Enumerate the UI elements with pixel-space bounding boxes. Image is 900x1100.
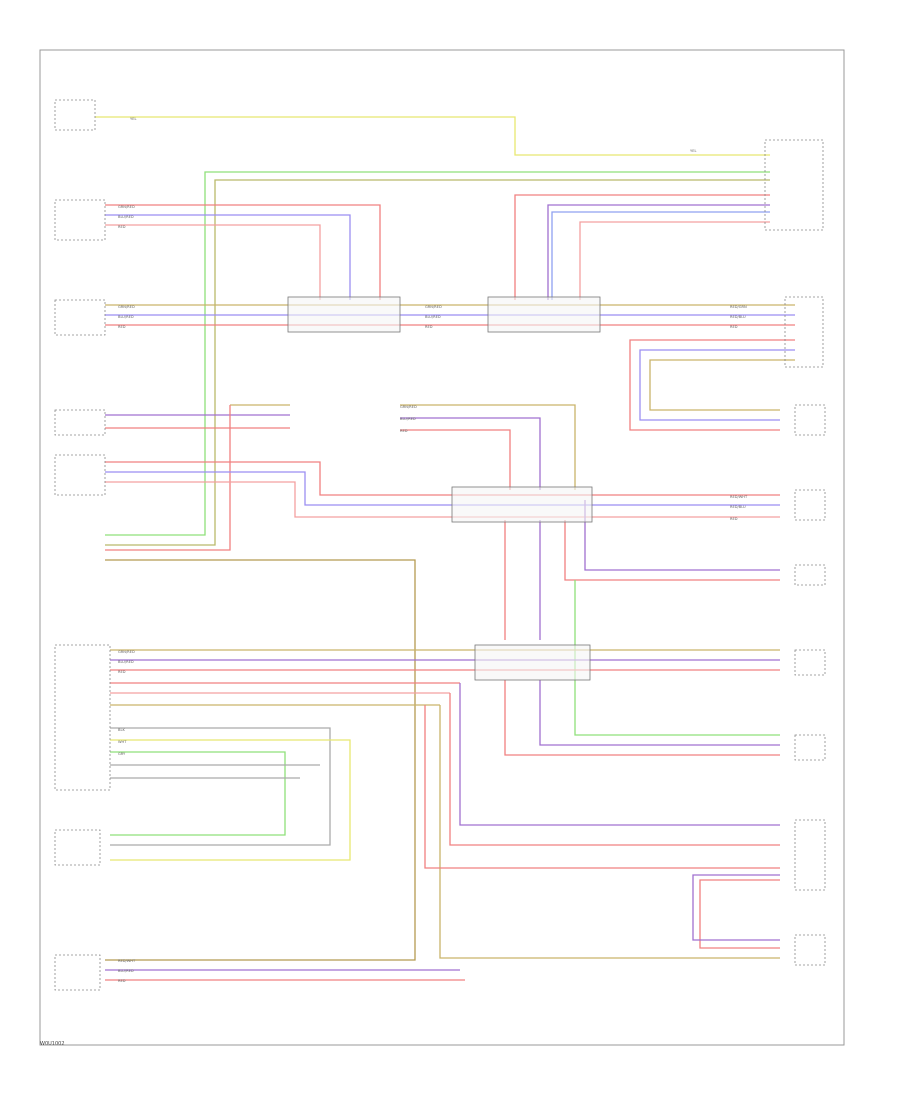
wire-olive-long (105, 559, 416, 961)
wire-yellow-top (95, 116, 770, 156)
wire-ll-green (110, 751, 286, 836)
label-red-3: RED (425, 325, 433, 329)
wire-c5-blue (105, 471, 780, 506)
label-red-7: RED (118, 979, 126, 983)
wire-mid-purple-r (584, 500, 780, 571)
label-wht: WHT (118, 740, 127, 744)
wires (95, 116, 795, 981)
wire-c5-pink (105, 481, 780, 518)
label-red-6: RED (118, 670, 126, 674)
wire-olive-down (105, 405, 231, 551)
wire-green-loop (105, 171, 770, 536)
splice-lower (474, 644, 591, 681)
wire-rb-red3 (699, 879, 780, 949)
wire-rt-purple (547, 204, 770, 300)
label-redwht-2: RED/WHT (118, 959, 136, 963)
wire-c2-pink (105, 224, 321, 300)
label-blured-1: BLU/RED (118, 215, 134, 219)
wire-c2-red (105, 204, 381, 300)
label-yel-top: YEL (130, 117, 136, 121)
wire-rb-purple2 (692, 874, 780, 941)
wire-c5-red (105, 461, 780, 496)
label-blk: BLK (118, 728, 125, 732)
wire-c2-blue (105, 214, 351, 300)
label-red-4: RED (400, 429, 408, 433)
wire-ll-gray (110, 727, 331, 846)
splice-upper-left (287, 296, 401, 333)
wire-loop-red-r (629, 339, 795, 431)
component-r2 (784, 296, 824, 368)
diagram-border (39, 49, 845, 1046)
wire-mid-red-r (564, 520, 780, 581)
wire-rt-pink (579, 221, 770, 300)
wire-ll-yellow (110, 739, 351, 861)
label-blured-2: BLU/RED (118, 315, 134, 319)
label-blured-4: BLU/RED (400, 417, 416, 421)
wire-loop-blue-r (639, 349, 795, 421)
label-yel-right: YEL (690, 149, 696, 153)
label-gry: GRY (118, 752, 126, 756)
wire-rt-red (514, 194, 770, 300)
wire-loop-olive-r (649, 359, 795, 411)
wire-rb-purple (459, 683, 780, 826)
component-2 (54, 199, 106, 241)
component-8 (54, 954, 101, 991)
label-redblu-2: RED/BLU (730, 505, 746, 509)
label-red-5: RED (730, 517, 738, 521)
label-blured-3: BLU/RED (425, 315, 441, 319)
component-3 (54, 299, 106, 336)
wire-rb-olive (439, 705, 780, 959)
component-r3 (794, 404, 826, 436)
label-redgrn-r: RED/GRN (730, 305, 747, 309)
label-grnred-2: GRN/RED (118, 305, 135, 309)
footer-code: W0U1002 (40, 1041, 65, 1047)
label-red-2: RED (118, 325, 126, 329)
splice-upper-right (487, 296, 601, 333)
wire-mid-purple (400, 417, 541, 490)
component-1 (54, 99, 96, 131)
label-blured-5: BLU/RED (118, 660, 134, 664)
wire-mid-green-r (574, 580, 780, 736)
label-red-1: RED (118, 225, 126, 229)
wire-mid-olive (400, 404, 576, 490)
label-blured-6: BLU/RED (118, 969, 134, 973)
component-4 (54, 409, 106, 436)
wire-mid-red (400, 429, 511, 490)
wire-labels: YEL YEL GRN/RED BLU/RED RED GRN/RED BLU/… (118, 117, 748, 983)
wire-low-vert-red (504, 680, 780, 756)
component-r9 (794, 934, 826, 966)
wire-olive-loop (105, 179, 770, 546)
label-redwht-1: RED/WHT (730, 495, 748, 499)
wire-rb-red (449, 693, 780, 846)
label-grnred-1: GRN/RED (118, 205, 135, 209)
label-redblu-r: RED/BLU (730, 315, 746, 319)
components (54, 99, 826, 991)
splices (287, 296, 601, 681)
label-grnred-3: GRN/RED (425, 305, 442, 309)
component-r5 (794, 564, 826, 586)
component-7 (54, 829, 101, 866)
component-r8 (794, 819, 826, 891)
component-5 (54, 454, 106, 496)
component-r4 (794, 489, 826, 521)
label-grnred-5: GRN/RED (118, 650, 135, 654)
component-r1 (764, 139, 824, 231)
component-6 (54, 644, 111, 791)
wire-rb-red2 (424, 705, 780, 869)
component-r7 (794, 734, 826, 761)
wire-rt-blue (551, 211, 770, 300)
wire-low-vert-purple (539, 680, 780, 746)
label-grnred-4: GRN/RED (400, 405, 417, 409)
splice-middle (451, 486, 593, 523)
label-red-r: RED (730, 325, 738, 329)
component-r6 (794, 649, 826, 676)
